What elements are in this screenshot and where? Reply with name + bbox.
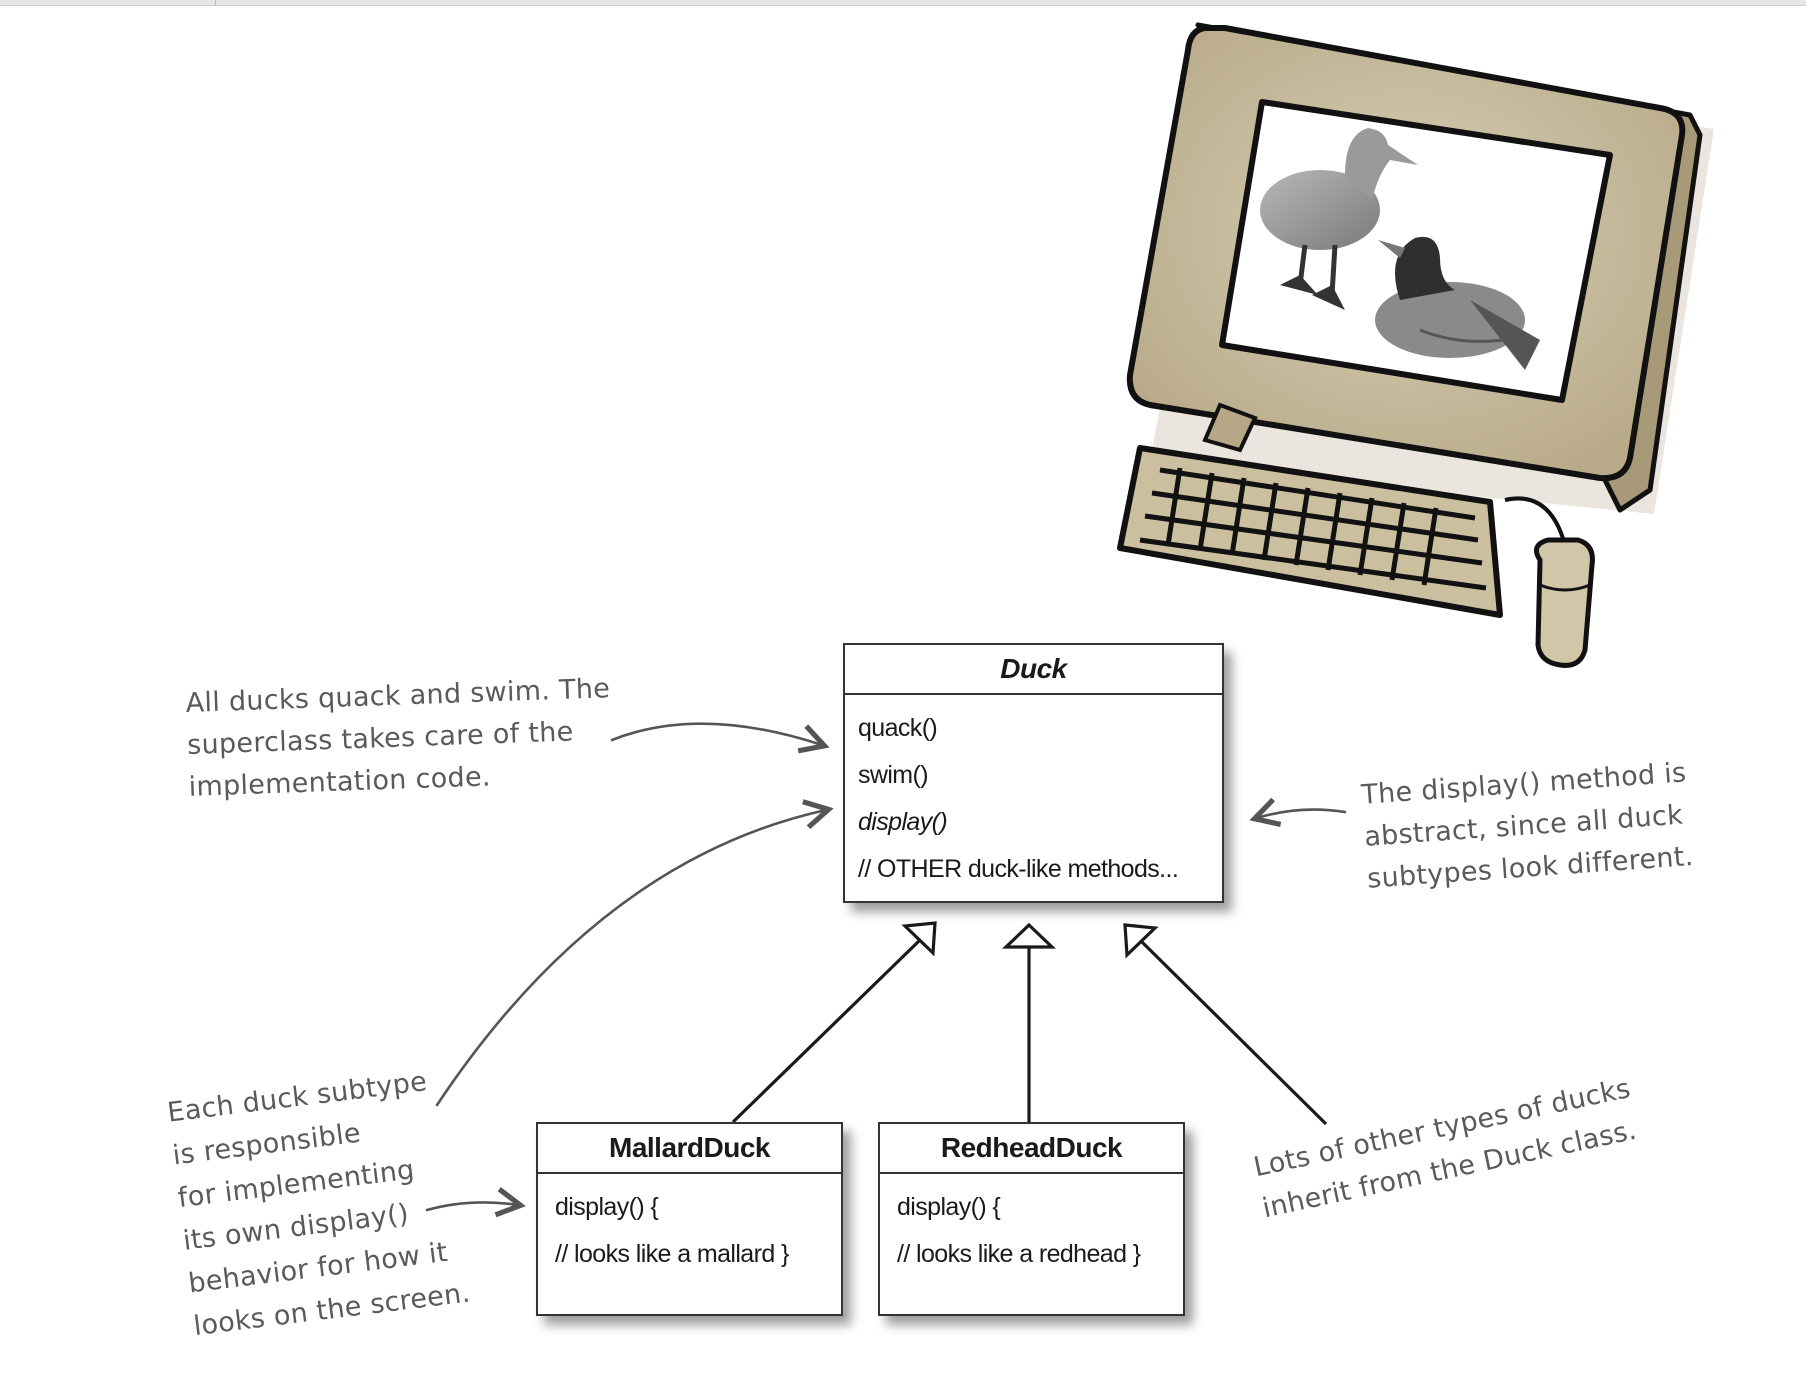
- duck-class-methods: quack() swim() display() // OTHER duck-l…: [845, 695, 1222, 893]
- annotation-display-abstract: The display() method is abstract, since …: [1360, 757, 1695, 895]
- subtype-display-pointer-arrow: [425, 1202, 518, 1210]
- other-inherits-arrowhead: [1123, 923, 1159, 959]
- redhead-duck-class-box: RedheadDuck display() { // looks like a …: [878, 1122, 1185, 1316]
- redhead-display-comment: // looks like a redhead }: [897, 1240, 1141, 1268]
- duck-class-box: Duck quack() swim() display() // OTHER d…: [843, 643, 1224, 903]
- top-bar: [0, 0, 1806, 6]
- keyboard-icon: [1117, 445, 1503, 618]
- duck-class-name: Duck: [845, 645, 1222, 695]
- mallard-display-comment: // looks like a mallard }: [555, 1240, 789, 1268]
- abstract-display-pointer-arrow: [1257, 810, 1347, 818]
- subtype-to-display-pointer-arrow: [435, 810, 826, 1107]
- top-bar-divider: [215, 0, 216, 5]
- redhead-duck-methods: display() { // looks like a redhead }: [880, 1174, 1183, 1278]
- inheritance-arrows: [731, 921, 1328, 1126]
- duck-photo-icon: [1260, 128, 1540, 370]
- other-inherits-line: [1138, 938, 1328, 1126]
- redhead-display-method: display() {: [897, 1193, 1001, 1221]
- annotation-pointers: [425, 722, 1347, 1210]
- mallard-inherits-arrowhead: [901, 921, 937, 957]
- redhead-inherits-arrowhead: [1002, 922, 1056, 949]
- annotation-quack-swim: All ducks quack and swim. The superclass…: [185, 673, 611, 803]
- mallard-duck-class-name: MallardDuck: [538, 1124, 841, 1174]
- mallard-inherits-line: [731, 938, 922, 1124]
- method-quack: quack(): [858, 714, 938, 742]
- mouse-icon: [1504, 496, 1595, 668]
- quack-swim-pointer-arrow: [610, 722, 822, 745]
- mallard-duck-class-box: MallardDuck display() { // looks like a …: [536, 1122, 843, 1316]
- method-other-comment: // OTHER duck-like methods...: [858, 855, 1179, 883]
- mallard-duck-methods: display() { // looks like a mallard }: [538, 1174, 841, 1278]
- mallard-display-method: display() {: [555, 1193, 659, 1221]
- method-swim: swim(): [858, 761, 929, 789]
- annotation-subtype-display: Each duck subtype is responsible for imp…: [165, 1066, 472, 1343]
- method-display-abstract: display(): [858, 808, 948, 836]
- computer-illustration-icon: [1117, 22, 1714, 668]
- redhead-duck-class-name: RedheadDuck: [880, 1124, 1183, 1174]
